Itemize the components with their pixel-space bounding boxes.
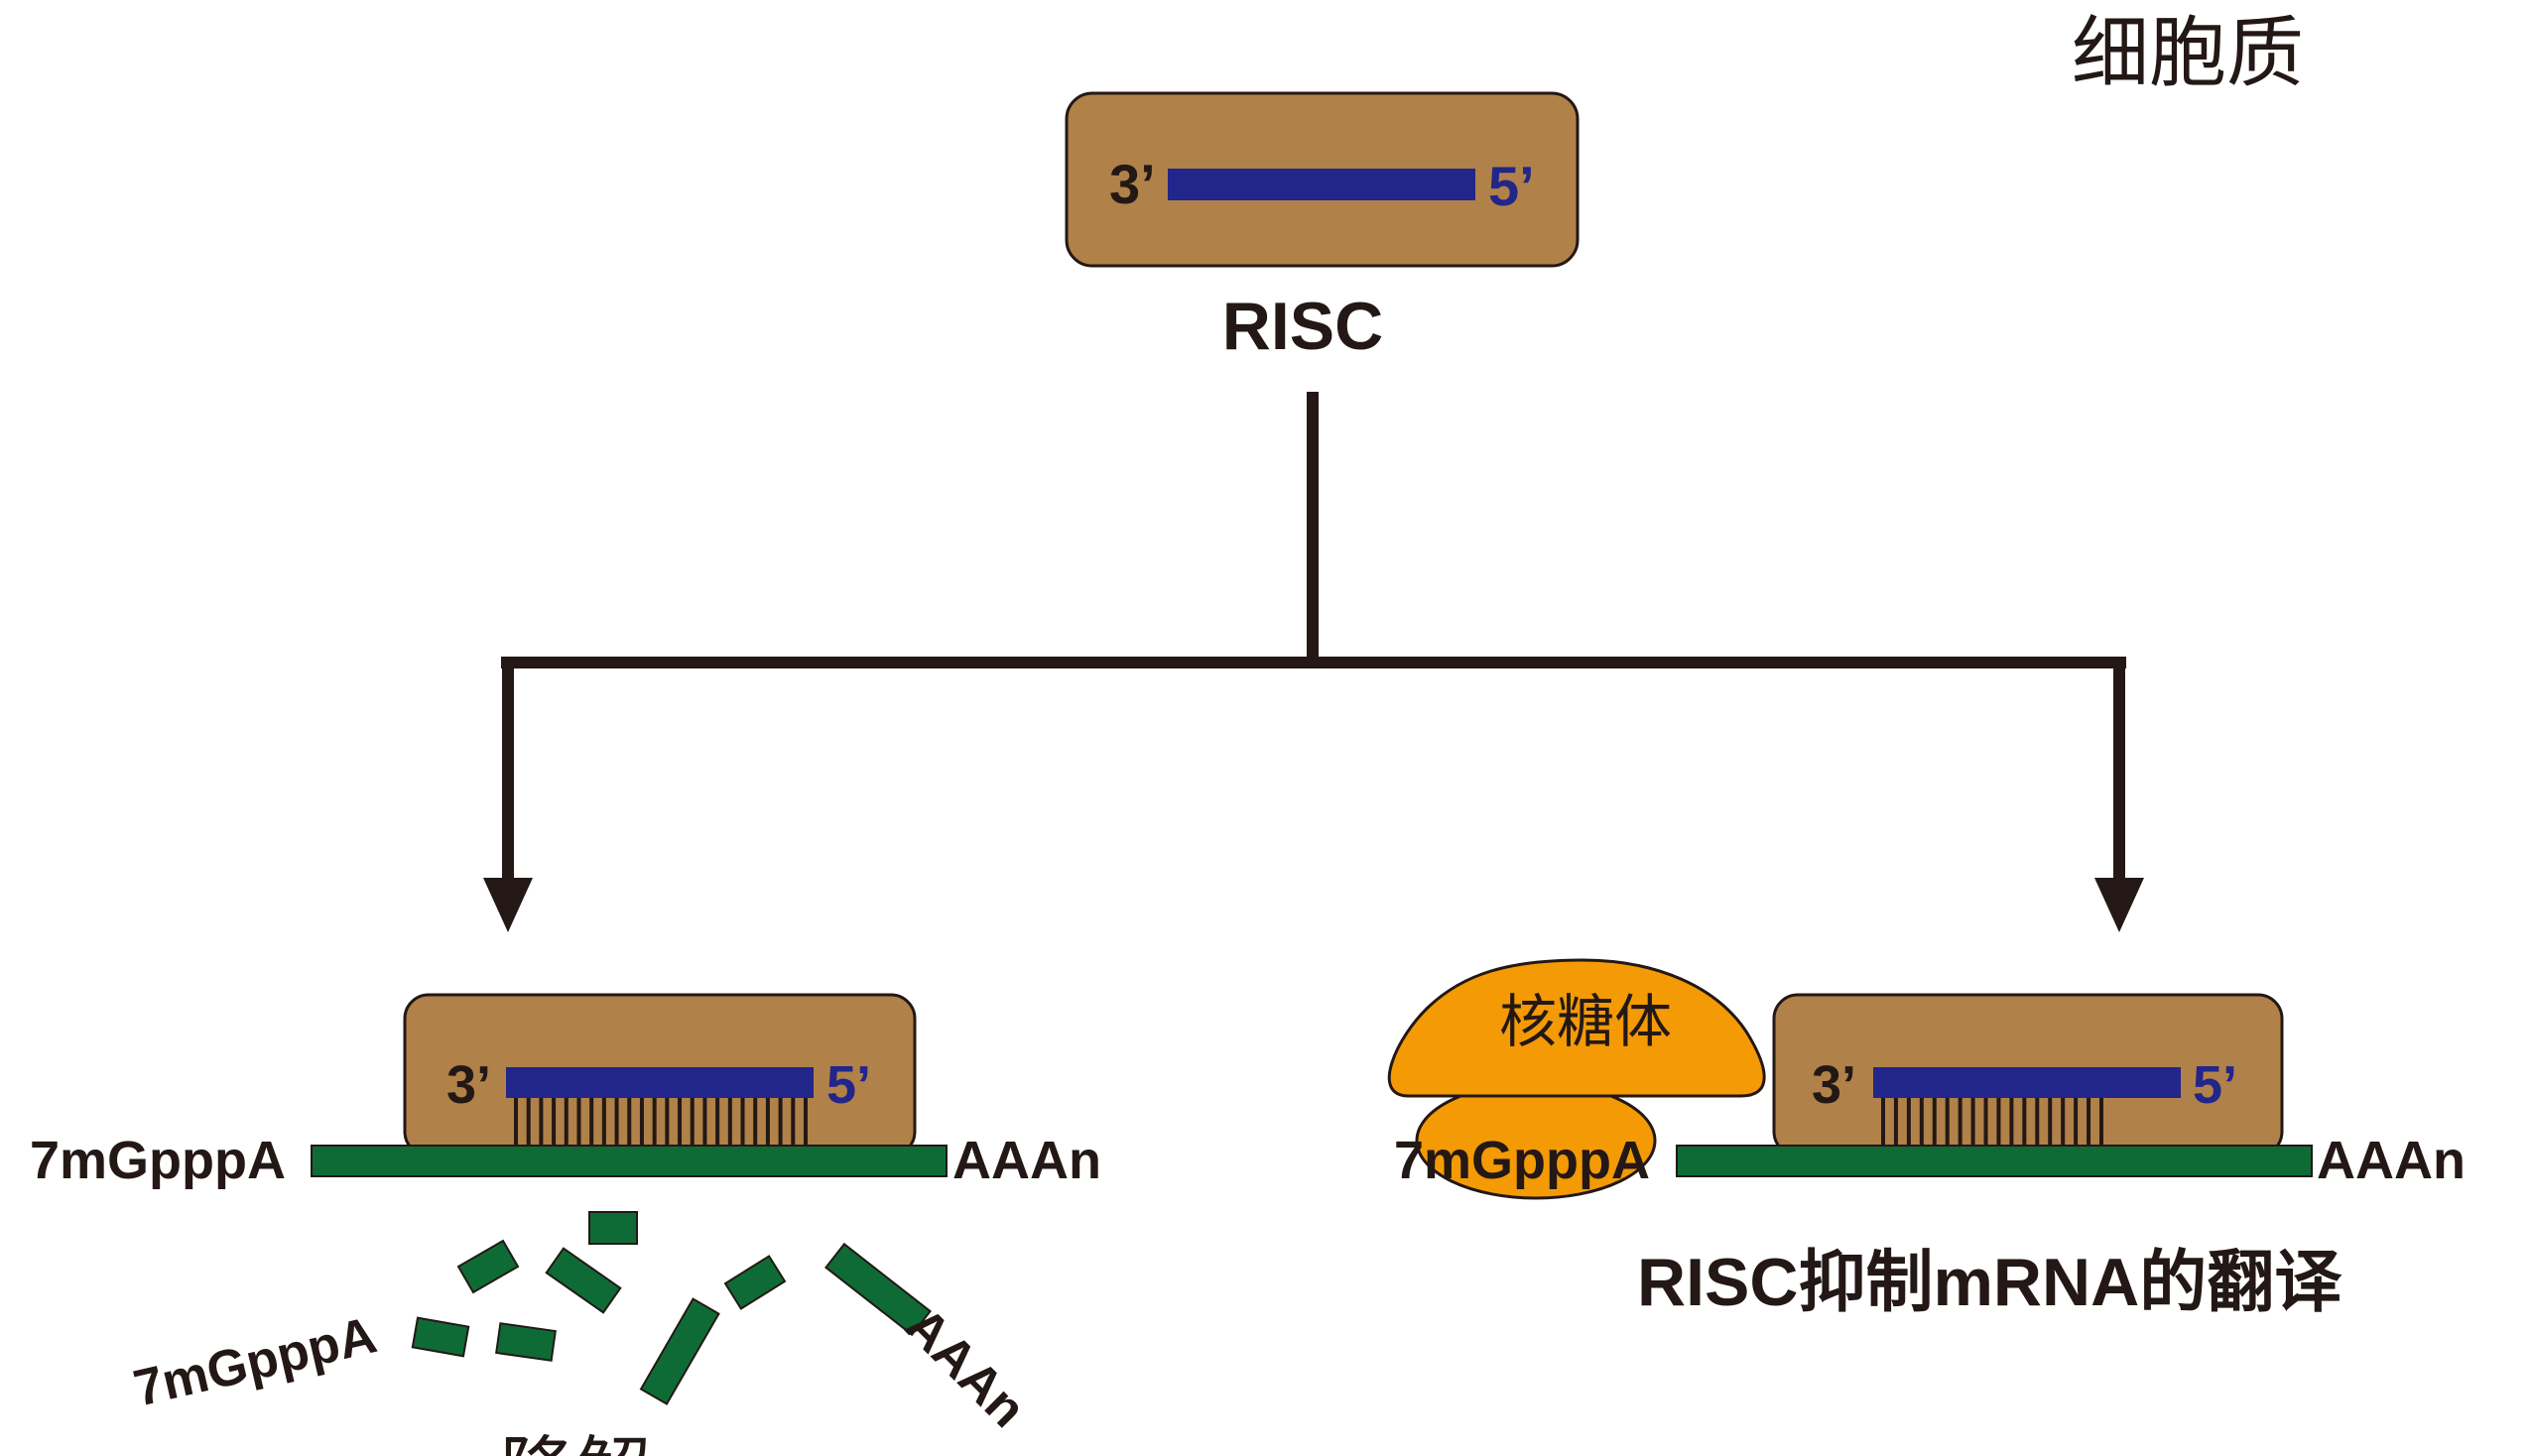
arrow-down-left-icon (483, 878, 533, 932)
guide-strand-left (506, 1067, 814, 1098)
translation-repression-label: RISC抑制mRNA的翻译 (1637, 1245, 2342, 1320)
mrna-fragments (411, 1211, 932, 1405)
fragment-polya-label: AAAn (895, 1296, 1037, 1438)
strand-3-prime-label-right: 3’ (1812, 1055, 1856, 1115)
mrna-fragment (495, 1322, 557, 1362)
fragment-cap-label: 7mGpppA (129, 1306, 382, 1417)
cytoplasm-label: 细胞质 (2072, 9, 2304, 98)
risc-label: RISC (1222, 289, 1383, 364)
guide-strand (1168, 169, 1475, 200)
left-risc-mrna-complex: 3’ 5’ (311, 993, 948, 1177)
strand-3-prime-label: 3’ (1109, 153, 1156, 215)
cap-label-right: 7mGpppA (1394, 1131, 1650, 1190)
base-pairing-lines-left (514, 1098, 808, 1147)
mrna-fragment (456, 1239, 520, 1294)
branch-connector (501, 392, 2126, 893)
mrna-strand-right (1676, 1145, 2313, 1177)
strand-5-prime-label: 5’ (1488, 155, 1535, 217)
mrna-fragment (411, 1316, 470, 1358)
degradation-label: 降解 (500, 1427, 651, 1456)
ribosome-label: 核糖体 (1499, 988, 1672, 1055)
ribosome: 核糖体 (1387, 958, 1766, 1200)
mrna-fragment (545, 1247, 622, 1314)
right-risc-mrna-complex: 3’ 5’ (1676, 993, 2313, 1177)
strand-3-prime-label-left: 3’ (446, 1055, 491, 1115)
strand-5-prime-label-right: 5’ (2193, 1055, 2237, 1115)
polya-label-left: AAAn (952, 1131, 1101, 1190)
guide-strand-right (1873, 1067, 2181, 1098)
mrna-fragment (639, 1297, 720, 1405)
mrna-fragment (588, 1211, 638, 1245)
polya-label-right: AAAn (2317, 1131, 2466, 1190)
base-pairing-lines-right (1881, 1098, 2103, 1147)
mrna-fragment (723, 1255, 787, 1310)
arrow-down-right-icon (2094, 878, 2144, 932)
ribosome-large-subunit (1387, 958, 1766, 1098)
mrna-fragment (824, 1242, 932, 1337)
risc-complex-top: 3’ 5’ (1065, 91, 1580, 268)
cap-label-left: 7mGpppA (30, 1131, 286, 1190)
mrna-strand-left (311, 1145, 948, 1177)
strand-5-prime-label-left: 5’ (826, 1055, 871, 1115)
